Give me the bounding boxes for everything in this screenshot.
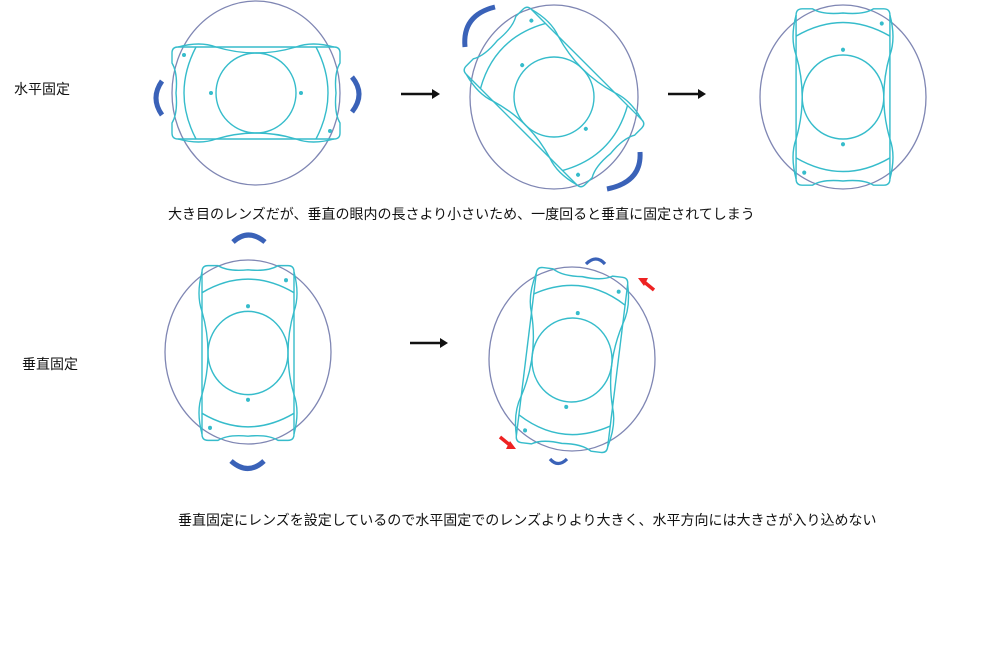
pressure-arrowhead-icon — [506, 441, 516, 449]
row2-stage2-pressed — [488, 257, 656, 466]
row2-label: 垂直固定 — [22, 357, 78, 373]
row1-stage1-horizontal-fixed — [153, 0, 362, 186]
row1-caption: 大き目のレンズだが、垂直の眼内の長さより小さいため、一度回ると垂直に固定されてし… — [168, 207, 755, 223]
pressure-arrowhead-icon — [638, 278, 648, 286]
rotation-arrow-icon — [584, 257, 607, 266]
rotation-arrow-icon — [229, 459, 266, 471]
eye-outline — [488, 266, 656, 452]
rotation-arrow-icon — [606, 151, 643, 192]
eye-outline — [171, 0, 341, 186]
rotation-arrow-icon — [349, 75, 362, 114]
eye-outline — [759, 4, 927, 190]
rotation-arrow-icon — [153, 79, 165, 117]
row1-stage3-vertical-fixed — [759, 4, 927, 190]
row2-stage1-vertical-fixed — [164, 232, 332, 471]
row1-label: 水平固定 — [14, 82, 70, 98]
row2-caption: 垂直固定にレンズを設定しているので水平固定でのレンズよりより大きく、水平方向には… — [178, 513, 877, 529]
eye-outline — [164, 259, 332, 445]
flow-arrowhead-icon — [432, 89, 440, 99]
eye-outline — [469, 4, 639, 190]
flow-arrowhead-icon — [698, 89, 706, 99]
flow-arrowhead-icon — [440, 338, 448, 348]
rotation-arrow-icon — [231, 232, 267, 244]
rotation-arrow-icon — [548, 457, 569, 466]
row1-stage2-rotating — [459, 2, 649, 192]
rotation-arrow-icon — [462, 4, 496, 48]
